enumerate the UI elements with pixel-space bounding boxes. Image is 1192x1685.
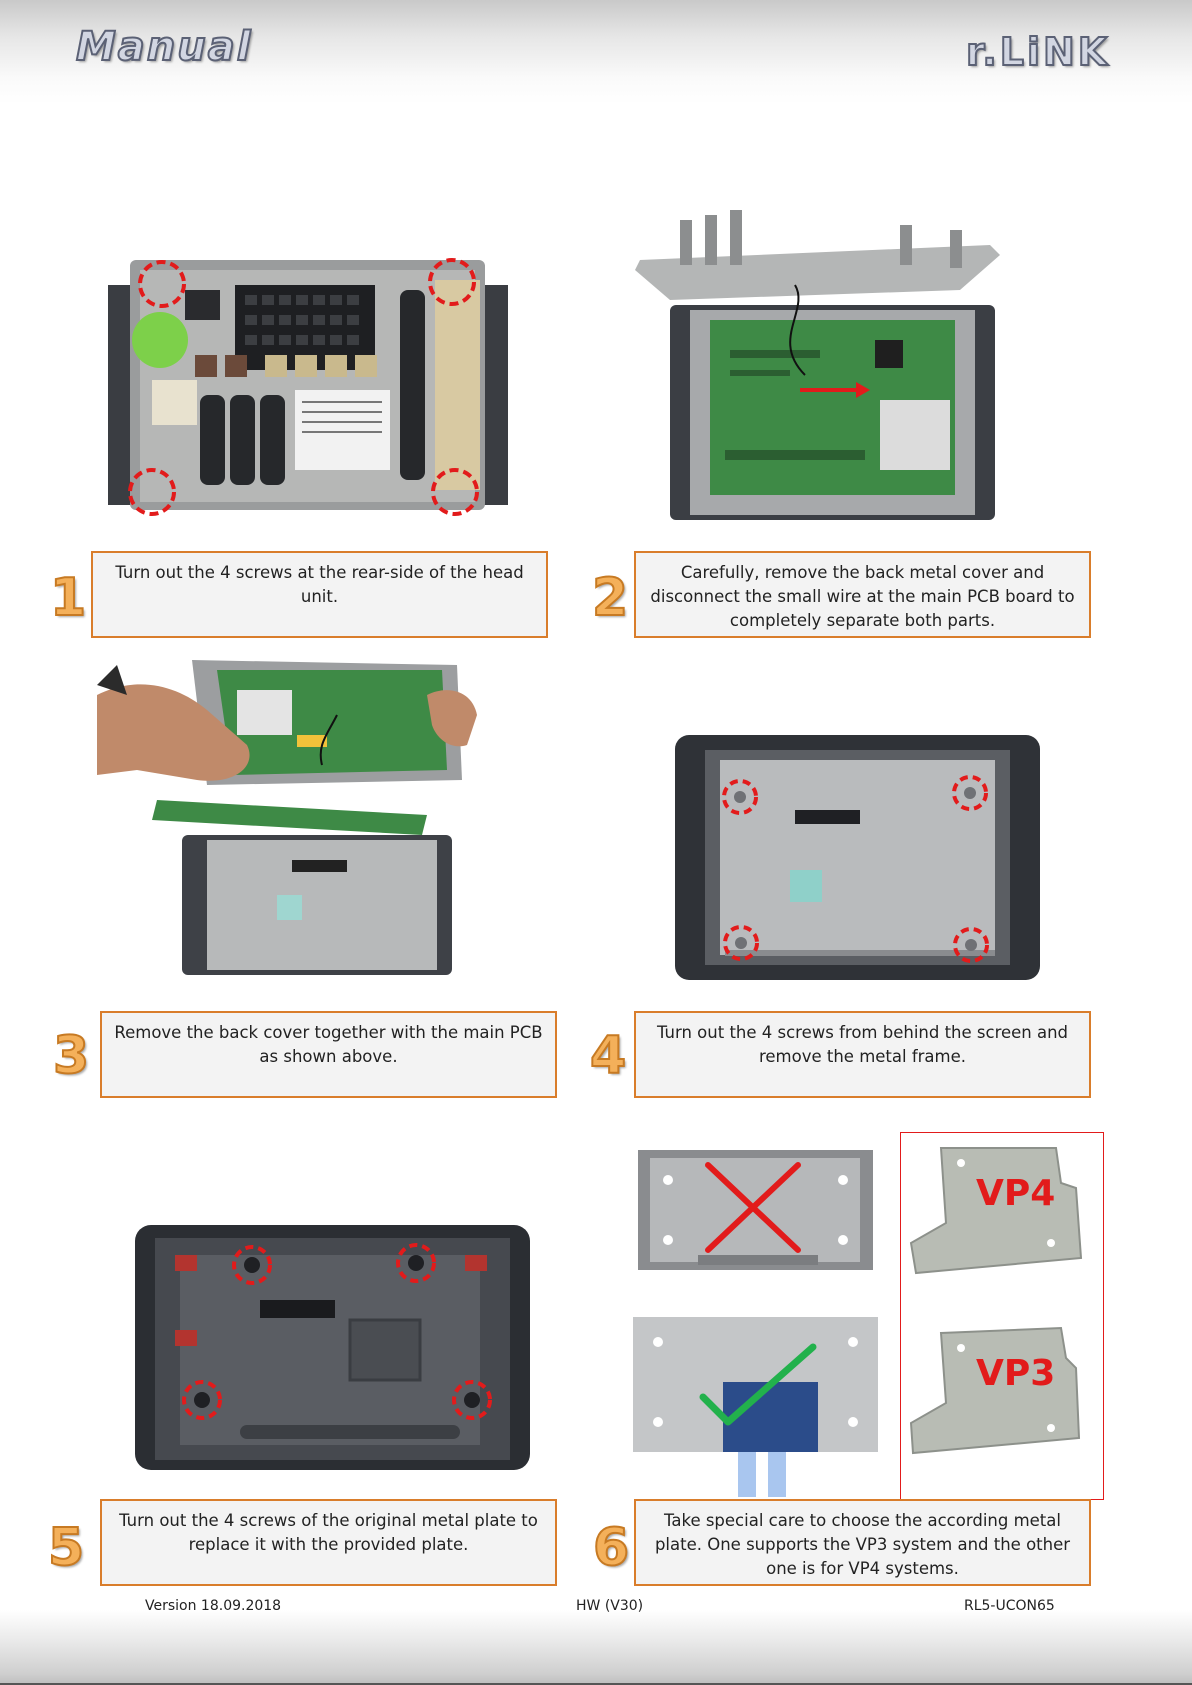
vp4-label: VP4 (976, 1173, 1056, 1214)
photo-head-unit-rear (90, 230, 520, 540)
step-1-number: 1 (49, 568, 87, 628)
step-2-number: 2 (591, 568, 629, 628)
step-5-number: 5 (47, 1518, 85, 1578)
vp3-label: VP3 (976, 1353, 1056, 1394)
photo-screen-frame-screws (665, 725, 1050, 990)
manual-logo: Manual (75, 23, 253, 71)
step-2-instruction: Carefully, remove the back metal cover a… (634, 551, 1091, 638)
photo-remove-cover-with-pcb (97, 655, 492, 980)
footer-line (0, 1683, 1192, 1685)
photo-wrong-plate (628, 1140, 883, 1280)
footer-version: Version 18.09.2018 (145, 1598, 282, 1614)
step-3-number: 3 (52, 1026, 90, 1086)
step-6-instruction: Take special care to choose the accordin… (634, 1499, 1091, 1586)
step-6-number: 6 (592, 1518, 630, 1578)
step-3-instruction: Remove the back cover together with the … (100, 1011, 557, 1098)
photo-correct-plate (628, 1312, 883, 1502)
step-4-instruction: Turn out the 4 screws from behind the sc… (634, 1011, 1091, 1098)
photo-back-cover-open (630, 210, 1030, 540)
photo-vp-plates: VP4 VP3 (900, 1132, 1104, 1500)
header-band (0, 0, 1192, 104)
step-1-instruction: Turn out the 4 screws at the rear-side o… (91, 551, 548, 638)
rlink-logo: r.LiNK (965, 29, 1111, 75)
step-4-number: 4 (589, 1026, 627, 1086)
footer-hardware: HW (V30) (576, 1598, 644, 1614)
step-5-instruction: Turn out the 4 screws of the original me… (100, 1499, 557, 1586)
footer-band (0, 1610, 1192, 1685)
footer-product: RL5-UCON65 (964, 1598, 1055, 1614)
photo-original-metal-plate (120, 1210, 540, 1480)
